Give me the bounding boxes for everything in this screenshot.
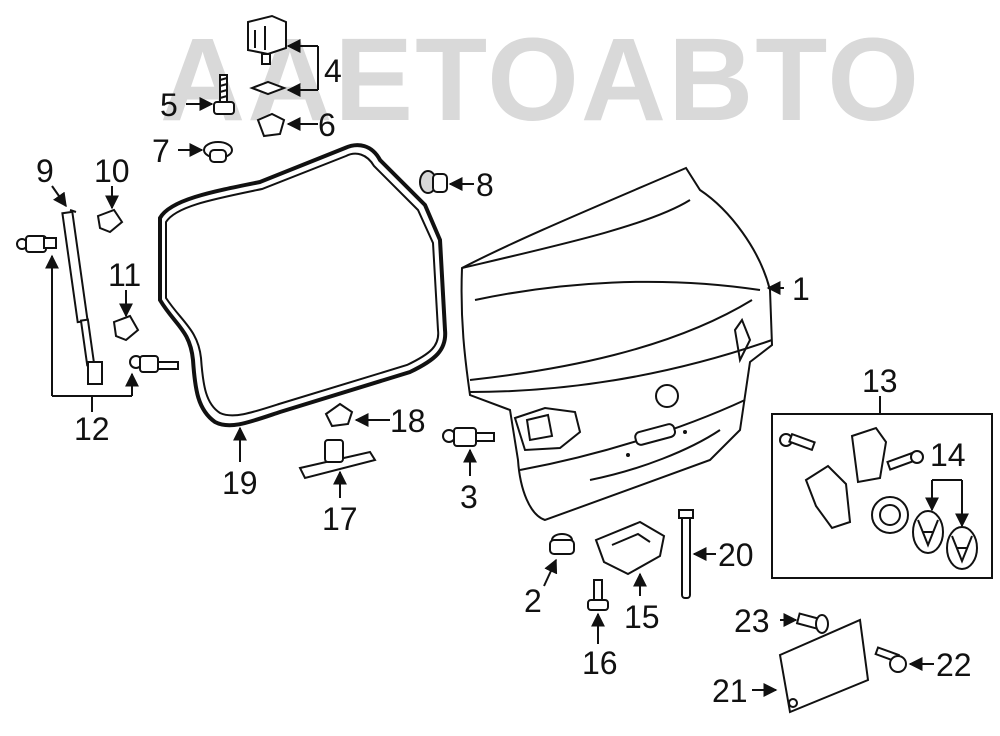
callout-11: 11 (108, 257, 141, 293)
leader-lines (45, 39, 969, 697)
callout-6: 6 (318, 107, 336, 143)
emblem-rear (946, 526, 978, 570)
nut-6 (256, 112, 286, 138)
callout-labels: 1 2 3 4 5 6 7 8 9 10 11 12 13 14 15 16 1… (36, 53, 972, 709)
latch-15 (594, 520, 666, 576)
callout-1: 1 (792, 271, 810, 307)
callout-19: 19 (222, 465, 258, 501)
liftgate-panel (460, 166, 774, 522)
lock-bracket (850, 426, 888, 484)
callout-12: 12 (74, 411, 110, 447)
callout-2: 2 (524, 583, 542, 619)
rivet-23 (795, 612, 829, 634)
callout-18: 18 (390, 403, 426, 439)
callout-3: 3 (460, 479, 478, 515)
callout-16: 16 (582, 645, 618, 681)
ball-stud-upper (16, 235, 57, 253)
screw-22 (874, 646, 907, 673)
nut-18 (324, 402, 354, 428)
gas-strut-9 (61, 209, 103, 385)
hinge-bracket (247, 14, 287, 96)
callout-20: 20 (718, 537, 754, 573)
callout-14: 14 (930, 437, 966, 473)
callout-4: 4 (324, 53, 342, 89)
callout-21: 21 (712, 673, 748, 709)
callout-10: 10 (94, 153, 130, 189)
license-plate-bracket (778, 618, 870, 714)
bolt-5 (213, 74, 235, 115)
grommet-7 (203, 141, 233, 163)
rod-20 (678, 509, 694, 599)
lock-bolt-left (779, 432, 816, 452)
lock-assembly-box (771, 413, 993, 579)
emblem-housing (871, 496, 909, 534)
bolt-16 (587, 579, 609, 611)
callout-23: 23 (734, 603, 770, 639)
clip-10 (96, 208, 124, 234)
callout-9: 9 (36, 153, 54, 189)
nut-2 (549, 533, 575, 555)
liftgate-weatherstrip-seal (158, 143, 448, 428)
callout-15: 15 (624, 599, 660, 635)
ball-stud-lower (129, 355, 179, 373)
callout-22: 22 (936, 647, 972, 683)
emblem-front (912, 510, 944, 554)
callout-13: 13 (862, 363, 898, 399)
bracket-17 (298, 439, 377, 480)
callout-8: 8 (476, 167, 494, 203)
stud-3 (442, 427, 495, 447)
callout-7: 7 (152, 133, 170, 169)
bumper-8 (419, 170, 448, 194)
callout-17: 17 (322, 501, 358, 537)
lock-actuator (804, 464, 852, 530)
callout-5: 5 (160, 87, 178, 123)
clip-11 (112, 314, 140, 342)
lock-bolt-right (886, 450, 924, 471)
